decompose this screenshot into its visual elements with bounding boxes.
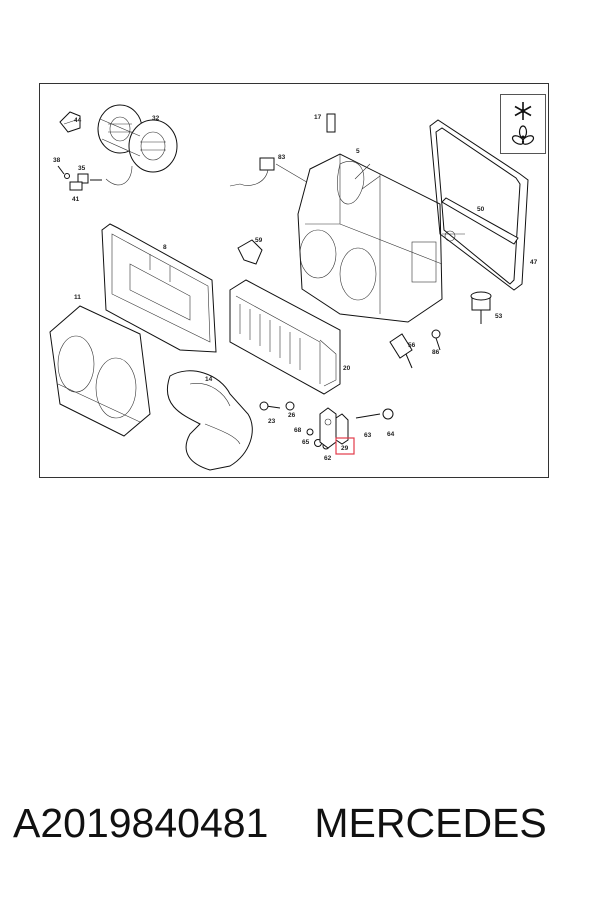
fan-icon <box>511 125 535 145</box>
callout-29: 29 <box>341 445 349 452</box>
callout-20: 20 <box>343 365 351 372</box>
callout-59: 59 <box>255 237 263 244</box>
callout-64: 64 <box>387 431 395 438</box>
clip-drawing <box>59 111 81 133</box>
callout-35: 35 <box>78 165 86 172</box>
caption: A2019840481 MERCEDES <box>13 800 593 847</box>
heater-housing-drawing <box>297 153 465 323</box>
callout-23: 23 <box>268 418 276 425</box>
legend-icons-box <box>500 94 546 154</box>
callout-44: 44 <box>74 117 82 124</box>
screw-86-drawing <box>431 329 441 351</box>
callout-83: 83 <box>278 154 286 161</box>
brand-name: MERCEDES <box>314 800 547 846</box>
small-fittings-drawing <box>57 165 102 191</box>
sensor-56-drawing <box>389 333 413 369</box>
valve-drawing <box>470 291 492 324</box>
callout-53: 53 <box>495 313 503 320</box>
bracket-29-drawing <box>319 407 394 449</box>
callout-63: 63 <box>364 432 372 439</box>
callout-38: 38 <box>53 157 61 164</box>
sensor-cable-drawing <box>229 113 336 187</box>
callout-17: 17 <box>314 114 322 121</box>
blower-motor-drawing <box>97 104 178 186</box>
fasteners-drawing <box>259 401 330 450</box>
diagram-drawing: 44 32 38 35 41 17 5 83 50 47 8 59 11 53 … <box>49 104 538 471</box>
callout-labels: 44 32 38 35 41 17 5 83 50 47 8 59 11 53 … <box>53 114 538 462</box>
snowflake-icon <box>514 102 532 120</box>
callout-62: 62 <box>324 455 332 462</box>
callout-26: 26 <box>288 412 296 419</box>
seal-strip-drawing <box>441 197 519 245</box>
gasket-drawing <box>429 119 529 291</box>
callout-14: 14 <box>205 376 213 383</box>
parts-diagram: 44 32 38 35 41 17 5 83 50 47 8 59 11 53 … <box>39 83 549 478</box>
callout-68: 68 <box>294 427 302 434</box>
lower-housing-drawing <box>49 305 151 437</box>
callout-47: 47 <box>530 259 538 266</box>
callout-41: 41 <box>72 196 80 203</box>
housing-cover-drawing <box>101 223 217 353</box>
callout-86: 86 <box>432 349 440 356</box>
legend-icons <box>511 102 535 145</box>
callout-50: 50 <box>477 206 485 213</box>
highlight-box <box>335 437 355 455</box>
callout-56: 56 <box>408 342 416 349</box>
evaporator-core-drawing <box>229 279 341 395</box>
callout-5: 5 <box>356 148 360 155</box>
callout-32: 32 <box>152 115 160 122</box>
air-duct-drawing <box>166 370 253 471</box>
callout-11: 11 <box>74 294 81 301</box>
part-number: A2019840481 <box>13 800 269 846</box>
callout-8: 8 <box>163 244 167 251</box>
callout-65: 65 <box>302 439 310 446</box>
bracket-clip-drawing <box>237 239 263 265</box>
